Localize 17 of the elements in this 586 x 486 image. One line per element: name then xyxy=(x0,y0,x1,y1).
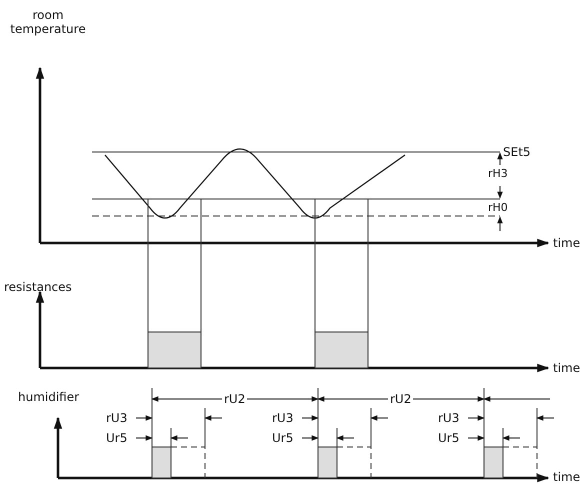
parameter-label: Ur5 xyxy=(106,431,128,445)
axis-title: resistances xyxy=(4,280,72,294)
parameter-label: rH3 xyxy=(488,168,508,180)
axis-title: humidifier xyxy=(18,390,80,404)
axis-label: time xyxy=(553,236,580,250)
parameter-label: rU3 xyxy=(272,411,294,425)
axis-label: time xyxy=(553,361,580,375)
parameter-label: Ur5 xyxy=(438,431,460,445)
setpoint-label: SEt5 xyxy=(503,145,531,159)
parameter-label: rU2 xyxy=(388,392,414,406)
axis-label: time xyxy=(553,470,580,484)
parameter-label: rU3 xyxy=(106,411,128,425)
parameter-label: Ur5 xyxy=(272,431,294,445)
parameter-label: rU2 xyxy=(222,392,248,406)
parameter-label: rU3 xyxy=(438,411,460,425)
parameter-label: rH0 xyxy=(488,202,508,214)
axis-title: room temperature xyxy=(9,8,87,36)
